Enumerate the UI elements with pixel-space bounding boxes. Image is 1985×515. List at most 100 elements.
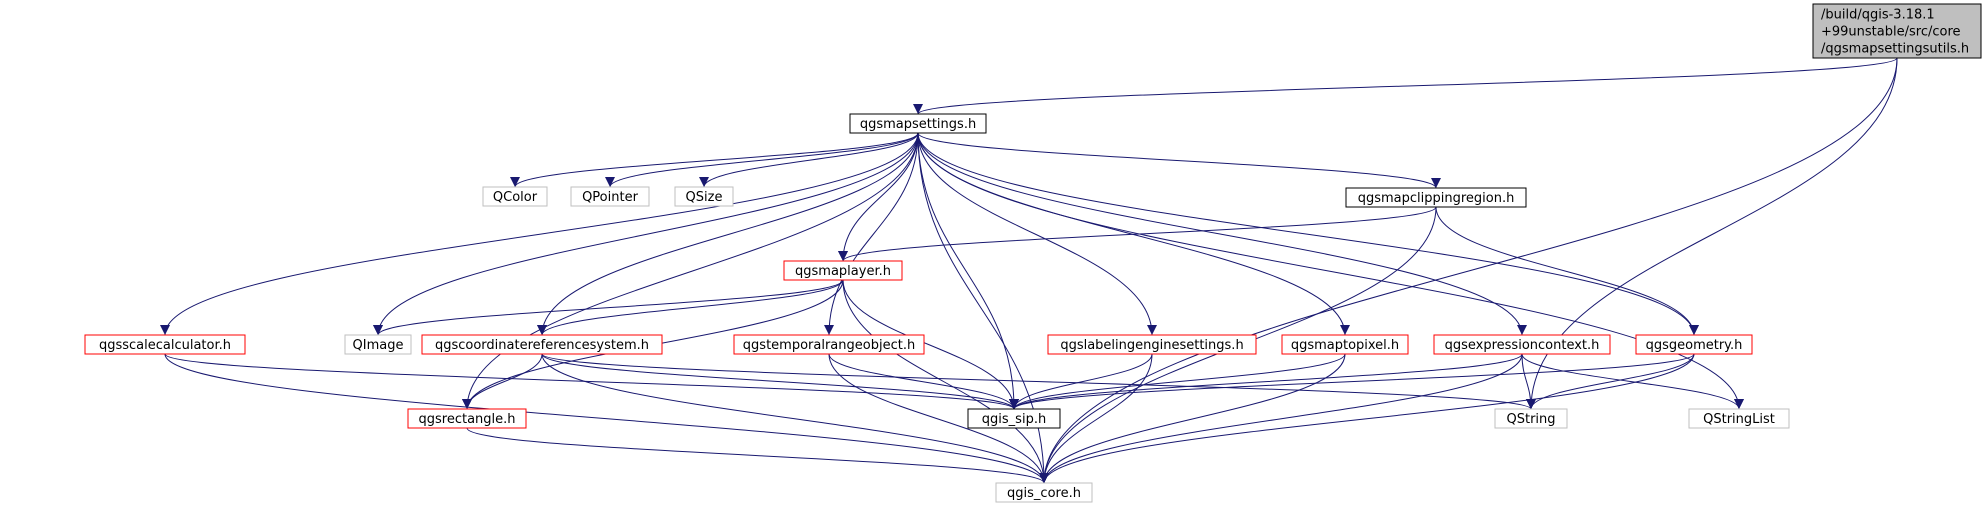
dependency-edge-qgscoordinatereferencesystem-to-qgis_core [541, 353, 1049, 484]
node-box [407, 408, 527, 429]
dependency-edge-qgscoordinatereferencesystem-to-qgsrectangle [462, 353, 543, 410]
dependency-edge-qgsmapsettings-to-qgis_core [917, 132, 1049, 484]
dependency-edge-qgsscalecalculator-to-qgis_sip [164, 353, 1019, 410]
dependency-edge-qgslabelingenginesettings-to-qgis_core [1039, 353, 1153, 484]
dependency-edge-qgsmaplayer-to-qimage [373, 279, 844, 336]
dependency-edge-qgstemporalrangeobject-to-qgis_core [828, 353, 1049, 484]
node-qgslabelingenginesettings[interactable]: qgslabelingenginesettings.h [1047, 334, 1257, 355]
dependency-edge-qgsgeometry-to-qstring [1526, 353, 1695, 410]
node-qgsmaplayer[interactable]: qgsmaplayer.h [783, 260, 903, 281]
node-box [1433, 334, 1611, 355]
dependency-edge-qgsmapsettings-to-qgsgeometry [917, 132, 1699, 336]
node-box [1688, 408, 1790, 429]
node-box [674, 186, 734, 207]
node-qgis_core: qgis_core.h [995, 482, 1093, 503]
node-box [84, 334, 246, 355]
dependency-edge-root-to-qstring [1526, 57, 1898, 410]
dependency-edge-qgsmapsettings-to-qgsmapclippingregion [917, 132, 1441, 189]
node-box [570, 186, 650, 207]
node-label: qgsmapclippingregion.h [1358, 191, 1515, 206]
node-box [1047, 334, 1257, 355]
node-label: qgsrectangle.h [418, 412, 515, 427]
dependency-edge-qgscoordinatereferencesystem-to-qgis_sip [541, 353, 1019, 410]
dependency-edge-qgsmaptopixel-to-qgis_sip [1009, 353, 1346, 410]
node-label: qgsgeometry.h [1646, 338, 1743, 353]
node-label: qgis_core.h [1007, 486, 1081, 501]
dependency-edge-qgsmapsettings-to-qgsrectangle [462, 132, 919, 410]
dependency-edge-qgsmapsettings-to-qgsscalecalculator [160, 132, 919, 336]
node-label: QSize [686, 190, 723, 205]
dependency-edge-qgsmapsettings-to-qgstemporalrangeobject [824, 132, 919, 336]
node-qgis_sip[interactable]: qgis_sip.h [967, 408, 1061, 429]
dependency-edge-qgsexpressioncontext-to-qgis_core [1039, 353, 1523, 484]
node-qgsmaptopixel[interactable]: qgsmaptopixel.h [1281, 334, 1409, 355]
node-qgsmapsettings[interactable]: qgsmapsettings.h [849, 113, 987, 134]
node-qgsgeometry[interactable]: qgsgeometry.h [1635, 334, 1753, 355]
dependency-edge-qgsmapsettings-to-qpointer [605, 132, 919, 188]
node-label: qgsexpressioncontext.h [1445, 338, 1600, 353]
dependency-edge-qgsexpressioncontext-to-qstringlist [1521, 353, 1744, 410]
dependency-edge-qgsmapsettings-to-qgslabelingenginesettings [917, 132, 1157, 336]
node-qgsscalecalculator[interactable]: qgsscalecalculator.h [84, 334, 246, 355]
dependency-edge-qgsmapsettings-to-qimage [373, 132, 919, 336]
node-qgsrectangle[interactable]: qgsrectangle.h [407, 408, 527, 429]
dependency-edge-qgsmapsettings-to-qgsexpressioncontext [917, 132, 1527, 336]
node-box [1345, 187, 1527, 208]
node-qstringlist: QStringList [1688, 408, 1790, 429]
node-qstring: QString [1494, 408, 1568, 429]
dependency-edge-qgstemporalrangeobject-to-qgis_sip [828, 353, 1019, 410]
node-label: QStringList [1703, 412, 1775, 427]
node-label: qgsmapsettings.h [860, 117, 976, 132]
dependency-edge-qgsmapsettings-to-qgsmaplayer [838, 132, 919, 262]
dependency-edge-qgsmaplayer-to-qgscoordinatereferencesystem [537, 279, 844, 336]
node-label: qgslabelingenginesettings.h [1060, 338, 1243, 353]
node-label: QString [1506, 412, 1555, 427]
node-qpointer: QPointer [570, 186, 650, 207]
node-qgstemporalrangeobject[interactable]: qgstemporalrangeobject.h [733, 334, 925, 355]
node-label: qgsmaptopixel.h [1291, 338, 1399, 353]
node-box [344, 334, 412, 355]
node-label: qgis_sip.h [982, 412, 1046, 427]
dependency-edge-qgsgeometry-to-qgis_core [1039, 353, 1695, 484]
dependency-edge-qgsmapsettings-to-qsize [699, 132, 919, 188]
node-box [1281, 334, 1409, 355]
node-label: QPointer [582, 190, 639, 205]
node-box [967, 408, 1061, 429]
dependency-edge-root-to-qgsmapsettings [913, 57, 1898, 115]
node-label: +99unstable/src/core [1821, 25, 1961, 40]
node-label: qgstemporalrangeobject.h [743, 338, 915, 353]
node-qimage: QImage [344, 334, 412, 355]
node-label: /build/qgis-3.18.1 [1821, 8, 1935, 23]
node-layer: /build/qgis-3.18.1 +99unstable/src/core/q… [84, 3, 1982, 503]
dependency-edge-qgsmapclippingregion-to-qgsmaplayer [838, 206, 1437, 262]
dependency-edge-qgsmapsettings-to-qcolor [510, 132, 919, 188]
node-box [733, 334, 925, 355]
node-box [1635, 334, 1753, 355]
dependency-edge-qgsrectangle-to-qgis_core [466, 427, 1049, 484]
node-qgsmapclippingregion[interactable]: qgsmapclippingregion.h [1345, 187, 1527, 208]
node-root: /build/qgis-3.18.1 +99unstable/src/core/q… [1812, 3, 1982, 59]
node-box [783, 260, 903, 281]
dependency-edge-qgsexpressioncontext-to-qgis_sip [1009, 353, 1523, 410]
node-box [995, 482, 1093, 503]
node-label: qgsmaplayer.h [795, 264, 891, 279]
node-qgscoordinatereferencesystem[interactable]: qgscoordinatereferencesystem.h [421, 334, 663, 355]
node-box [1494, 408, 1568, 429]
dependency-edge-qgsmapsettings-to-qgis_sip [917, 132, 1019, 410]
dependency-edge-qgsmaplayer-to-qgis_core [842, 279, 1049, 484]
dependency-edge-qgsmaptopixel-to-qgis_core [1039, 353, 1346, 484]
node-label: qgsscalecalculator.h [99, 338, 231, 353]
node-label: /qgsmapsettingsutils.h [1821, 42, 1969, 57]
node-qsize: QSize [674, 186, 734, 207]
node-label: QColor [493, 190, 538, 205]
dependency-edge-qgscoordinatereferencesystem-to-qstring [541, 353, 1536, 410]
node-qgsexpressioncontext[interactable]: qgsexpressioncontext.h [1433, 334, 1611, 355]
dependency-edge-root-to-qgis_core [1039, 57, 1898, 484]
dependency-edge-qgsmaplayer-to-qgis_sip [842, 279, 1019, 410]
dependency-edge-qgsscalecalculator-to-qgis_core [164, 353, 1049, 484]
dependency-edge-qgslabelingenginesettings-to-qgis_sip [1009, 353, 1153, 410]
node-box [421, 334, 663, 355]
node-label: qgscoordinatereferencesystem.h [435, 338, 649, 353]
dependency-edge-qgsgeometry-to-qgis_sip [1009, 353, 1695, 410]
